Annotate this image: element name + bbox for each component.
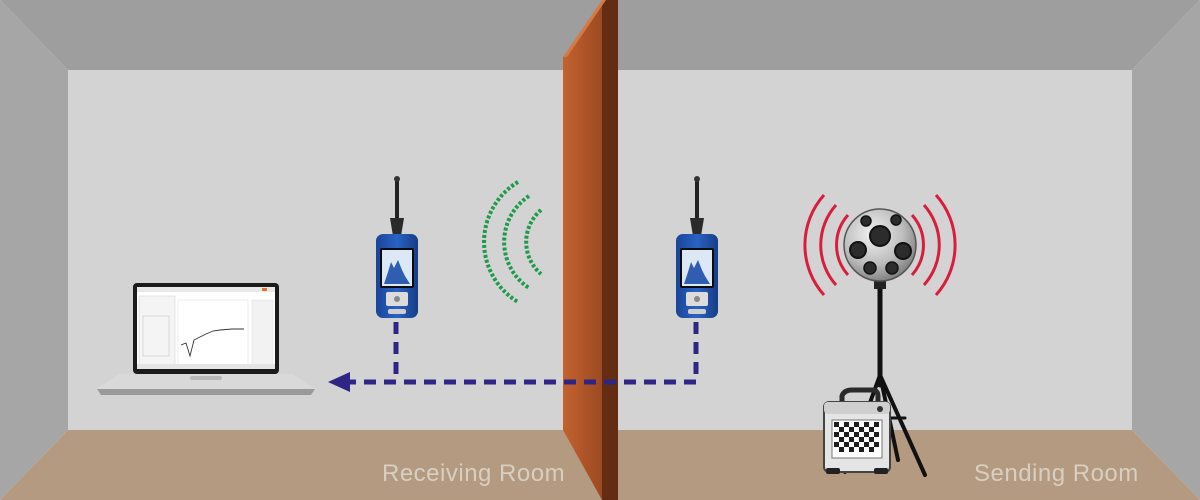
laptop-icon: [97, 283, 315, 395]
dodecahedron-speaker-icon: [843, 208, 917, 289]
sound-level-meter-icon: [676, 176, 718, 318]
source-sound-waves: [803, 194, 957, 296]
sending-room-right-wall: [1132, 0, 1200, 500]
received-sound-waves: [482, 180, 543, 304]
receiving-room: [0, 0, 600, 500]
receiving-room-ceiling: [0, 0, 600, 70]
receiving-room-floor: [0, 430, 600, 500]
amplifier-icon: [823, 387, 891, 474]
signal-arrowhead: [328, 372, 350, 392]
sending-room-floor: [600, 430, 1200, 500]
receiving-room-label: Receiving Room: [382, 460, 565, 487]
partition-wall: [563, 0, 618, 500]
signal-path: [345, 322, 699, 385]
receiving-room-left-wall: [0, 0, 68, 500]
sound-level-meter-icon: [376, 176, 418, 318]
sending-room-ceiling: [600, 0, 1200, 70]
sending-room-label: Sending Room: [974, 460, 1139, 487]
